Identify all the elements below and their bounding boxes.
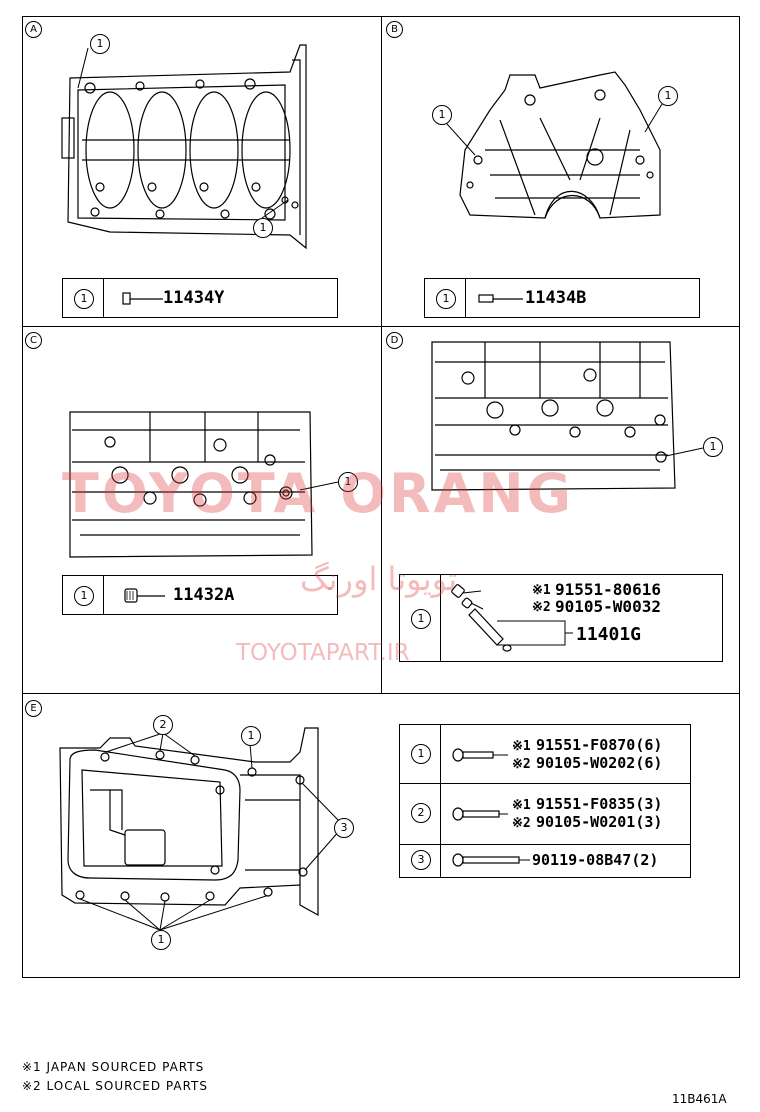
japan-mark: ※1 [532,583,551,598]
panel-d-parts-table: 1 ※1 91551-80616 ※2 90105-W0032 11401G [399,574,723,662]
panel-b-label: B [386,21,403,38]
table-index-cell [63,576,104,614]
table-index-cell [425,279,466,317]
table-row-divider [400,783,690,784]
local-mark: ※2 [512,757,531,772]
panel-b-parts-table: 1 11434B [424,278,700,318]
part-number[interactable]: 11432A [173,585,235,605]
part-number[interactable]: 91551-F0870(6) [536,736,663,754]
persian-watermark: تویوتا اورنگ [300,560,458,598]
callout-2: 2 [411,803,431,823]
plug-icon [122,292,163,305]
callout-1: 1 [432,105,452,125]
panel-e-oil-pan-drawing [59,727,341,931]
panel-e-label: E [25,700,42,717]
table-row-divider [400,844,690,845]
part-number[interactable]: 91551-80616 [555,580,661,599]
panel-c-parts-table: 1 11432A [62,575,338,615]
site-watermark: TOYOTAPART.IR [236,640,410,666]
part-number[interactable]: 11434B [525,288,587,308]
callout-1: 1 [74,586,94,606]
table-index-cell [400,725,441,877]
bolt-icon [452,748,508,762]
part-number[interactable]: 90105-W0202(6) [536,754,663,772]
part-number[interactable]: 90105-W0201(3) [536,813,663,831]
bolt-icon [452,853,530,867]
japan-mark: ※1 [512,739,531,754]
local-sourced-note: ※2 LOCAL SOURCED PARTS [22,1079,208,1093]
callout-2: 2 [153,715,173,735]
panel-e-parts-table: 1 ※1 91551-F0870(6) ※2 90105-W0202(6) 2 … [399,724,691,878]
callout-1: 1 [151,930,171,950]
callout-1: 1 [241,726,261,746]
callout-1: 1 [74,289,94,309]
grid-divider [381,16,382,693]
panel-a-parts-table: 1 11434Y [62,278,338,318]
panel-d-engine-block-drawing [431,341,704,491]
grid-divider [22,693,740,694]
assembly-bracket [497,620,573,646]
figure-code: 11B461A [672,1092,727,1106]
table-index-cell [63,279,104,317]
callout-1: 1 [338,472,358,492]
callout-1: 1 [90,34,110,54]
part-number[interactable]: 90105-W0032 [555,597,661,616]
panel-c-label: C [25,332,42,349]
callout-1: 1 [411,744,431,764]
bolt-icon [452,807,508,821]
part-number[interactable]: 11434Y [163,288,225,308]
brand-watermark: TOYOTA ORANG [62,462,574,525]
callout-1: 1 [436,289,456,309]
japan-mark: ※1 [512,798,531,813]
callout-1: 1 [658,86,678,106]
japan-sourced-note: ※1 JAPAN SOURCED PARTS [22,1060,205,1074]
part-number[interactable]: 90119-08B47(2) [532,851,659,869]
plug-screw-icon [124,588,165,603]
panel-a-label: A [25,21,42,38]
pin-icon [478,294,523,303]
callout-1: 1 [703,437,723,457]
panel-a-engine-block-drawing [61,44,307,250]
callout-3: 3 [411,850,431,870]
callout-1: 1 [411,609,431,629]
callout-1: 1 [253,218,273,238]
panel-b-engine-block-drawing [446,71,663,219]
callout-3: 3 [334,818,354,838]
local-mark: ※2 [512,816,531,831]
assembly-part-number[interactable]: 11401G [576,624,642,645]
table-index-cell [400,575,441,661]
part-number[interactable]: 91551-F0835(3) [536,795,663,813]
local-mark: ※2 [532,600,551,615]
panel-c-engine-block-drawing [69,411,339,558]
panel-d-label: D [386,332,403,349]
